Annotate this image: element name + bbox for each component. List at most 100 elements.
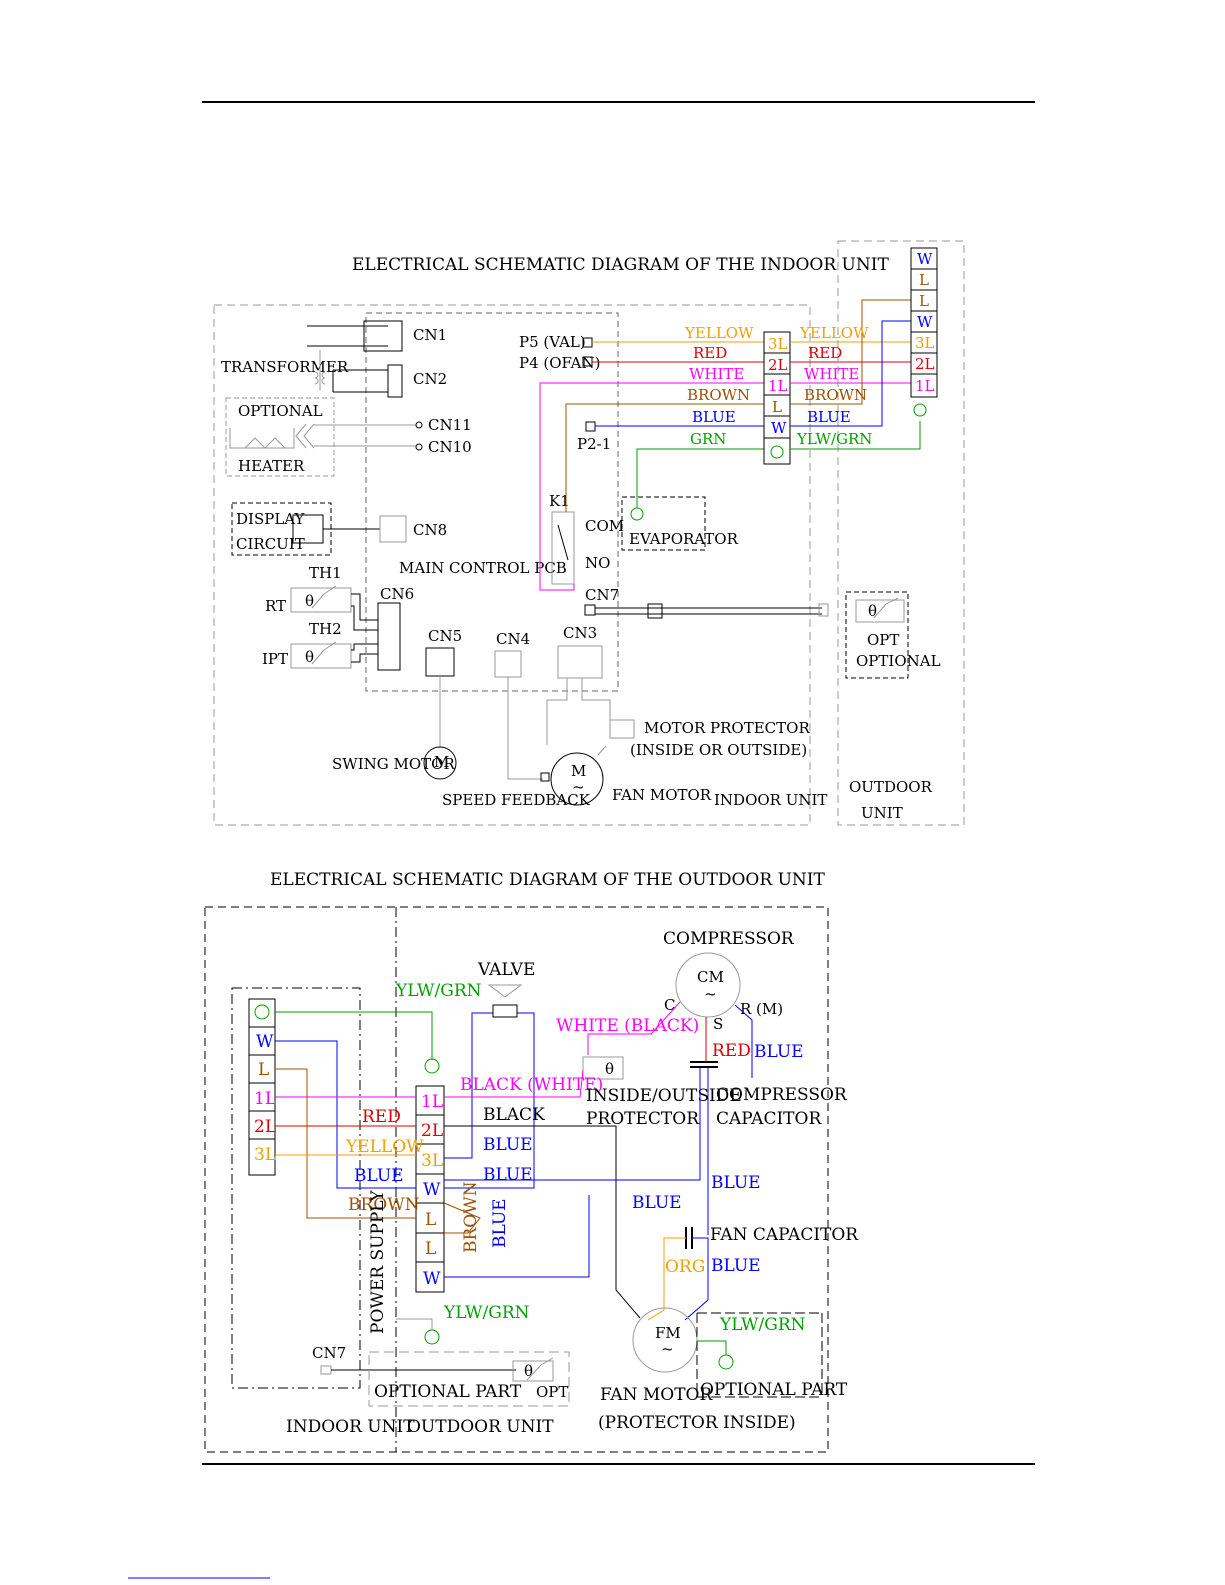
fan-motor-out-icon [632, 1307, 698, 1373]
svg-text:~: ~ [572, 778, 585, 796]
ylwgrn-top-label: YLW/GRN [395, 981, 482, 1001]
brown-vert-label: BROWN [461, 1181, 481, 1253]
p5-label: P5 (VAL) [519, 333, 586, 351]
swing-motor-m: M [434, 753, 449, 771]
left-terminal-block: W L 1L 2L 3L [248, 998, 276, 1176]
compressor-icon [675, 952, 741, 1018]
term-l: L [772, 398, 782, 416]
left-term-w: W [256, 1032, 274, 1052]
wire-label-grn: GRN [690, 430, 726, 448]
wire-label-yellow: YELLOW [684, 324, 754, 342]
wire-label-blue: BLUE [692, 408, 736, 426]
mid-term-w1: W [423, 1180, 441, 1200]
main-pcb-frame [365, 312, 619, 692]
swing-motor-label: SWING MOTOR [332, 755, 455, 773]
blue3-label: BLUE [632, 1193, 682, 1213]
left-term-l: L [258, 1060, 269, 1080]
cn3-label: CN3 [563, 624, 597, 642]
compressor-c: C [664, 996, 675, 1014]
mid-term-l2: L [425, 1239, 436, 1259]
indoor-unit-out-label: INDOOR UNIT [286, 1417, 415, 1437]
svg-text:θ: θ [605, 1060, 614, 1078]
indoor-terminal-block: 3L 2L 1L L W [763, 331, 791, 465]
compressor-cm: CM [697, 968, 724, 986]
th2-label: TH2 [309, 620, 342, 638]
svg-text:θ: θ [524, 1362, 533, 1380]
wire-blue [594, 425, 764, 427]
optional-part2-label: OPTIONAL PART [700, 1380, 848, 1400]
inside-outside-label: (INSIDE OR OUTSIDE) [630, 741, 807, 759]
protector-inside-label: (PROTECTOR INSIDE) [598, 1413, 796, 1433]
out-term-3l: 3L [915, 334, 935, 352]
wire-white [539, 382, 764, 591]
display-label-2: CIRCUIT [236, 535, 305, 553]
fan-motor-m: M [571, 762, 586, 780]
out-term-l1: L [919, 271, 929, 289]
left-term-2l: 2L [254, 1117, 276, 1137]
compressor-rm: R (M) [740, 1000, 783, 1018]
wire-label-red: RED [693, 344, 727, 362]
out-term-1l: 1L [915, 377, 935, 395]
display-label-1: DISPLAY [236, 510, 306, 528]
cn3-box [557, 645, 603, 679]
outdoor-diagram: ELECTRICAL SCHEMATIC DIAGRAM OF THE OUTD… [204, 870, 859, 1453]
optional-label: OPTIONAL [238, 402, 323, 420]
cn10-label: CN10 [428, 438, 472, 456]
comp-cap-label-2: CAPACITOR [716, 1109, 822, 1129]
blue4-label: BLUE [711, 1173, 761, 1193]
speed-feedback-label: SPEED FEEDBACK [442, 791, 591, 809]
term-1l: 1L [768, 377, 788, 395]
cn8-box [379, 515, 407, 543]
cn2-box [387, 364, 403, 398]
wire-r-label-brown: BROWN [804, 386, 867, 404]
cn1-label: CN1 [413, 326, 447, 344]
cn5-label: CN5 [428, 627, 462, 645]
blue-comp-label: BLUE [754, 1042, 804, 1062]
org-label: ORG [665, 1257, 705, 1277]
fan-motor-label: FAN MOTOR [612, 786, 712, 804]
main-pcb-label: MAIN CONTROL PCB [399, 559, 567, 577]
mid-term-2l: 2L [421, 1121, 443, 1141]
wire-grn [636, 448, 764, 508]
th1-sensor [290, 587, 352, 613]
svg-text:θ: θ [305, 648, 314, 666]
wire-r-label-white: WHITE [804, 365, 859, 383]
wire-r-label-blue: BLUE [807, 408, 851, 426]
th1-label: TH1 [309, 564, 342, 582]
outdoor-label-1: OUTDOOR [849, 778, 933, 796]
indoor-unit-label: INDOOR UNIT [714, 791, 827, 809]
mid-ground-icon [424, 1058, 440, 1074]
mid-term-w2: W [423, 1269, 441, 1289]
outdoor-frame-top [837, 240, 965, 826]
black-white-label: BLACK (WHITE) [460, 1075, 603, 1095]
svg-text:~: ~ [704, 985, 717, 1003]
term-3l: 3L [768, 335, 788, 353]
right-ground-icon [718, 1354, 734, 1370]
fm-label: FM [655, 1324, 681, 1342]
indoor-diagram: ELECTRICAL SCHEMATIC DIAGRAM OF THE INDO… [213, 240, 965, 826]
cn11-label: CN11 [428, 416, 472, 434]
cn6-box [377, 602, 401, 671]
opt-label: OPT [867, 631, 899, 649]
left-term-1l: 1L [254, 1089, 276, 1109]
cn5-box [425, 647, 455, 677]
out-term-2l: 2L [915, 355, 935, 373]
wire-r-label-yellow: YELLOW [799, 324, 869, 342]
protector-label-2: PROTECTOR [586, 1109, 700, 1129]
opt-frame [845, 591, 909, 679]
mid-term-3l: 3L [421, 1151, 443, 1171]
indoor-title: ELECTRICAL SCHEMATIC DIAGRAM OF THE INDO… [352, 255, 889, 275]
wire-brown [565, 403, 764, 512]
yellow-left-label: YELLOW [345, 1137, 424, 1157]
term-2l: 2L [768, 356, 788, 374]
blue-vert-label: BLUE [490, 1198, 510, 1248]
p21-terminal [585, 421, 596, 432]
outdoor-unit-out-label: OUTDOOR UNIT [407, 1417, 554, 1437]
heater-frame [225, 397, 335, 477]
heater-element [229, 428, 295, 449]
wire-r-label-ylwgrn: YLW/GRN [796, 430, 872, 448]
cn6-label: CN6 [380, 585, 414, 603]
middle-terminal-block: 1L 2L 3L W L L W [415, 1085, 445, 1293]
